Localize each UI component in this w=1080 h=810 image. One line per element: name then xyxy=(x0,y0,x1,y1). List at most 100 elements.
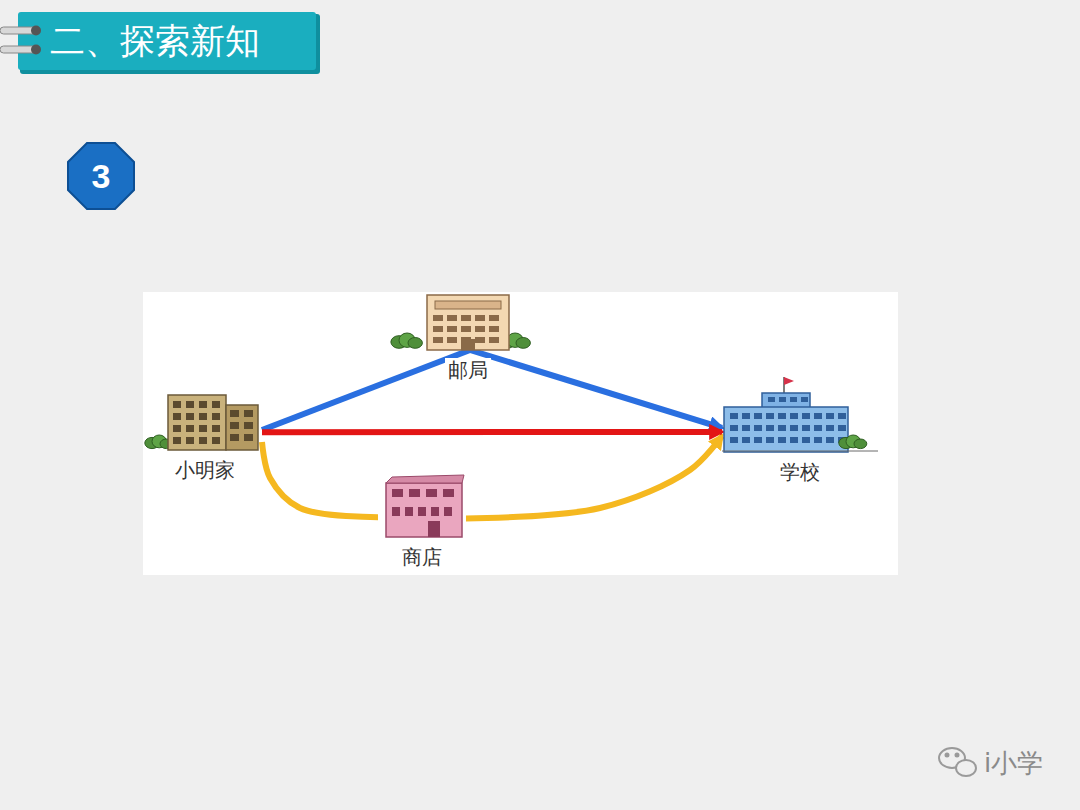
window xyxy=(489,315,499,321)
banner-bar xyxy=(18,12,316,70)
callout-octagon xyxy=(68,143,134,209)
eye xyxy=(956,754,959,757)
place-label: 学校 xyxy=(777,460,823,484)
window xyxy=(826,413,834,419)
window xyxy=(173,413,181,420)
slide-title: 二、探索新知 xyxy=(50,24,260,59)
window xyxy=(199,413,207,420)
route-line xyxy=(470,350,722,428)
building-node: 邮局 xyxy=(395,295,540,350)
window xyxy=(778,425,786,431)
window xyxy=(826,437,834,443)
route-line xyxy=(262,442,378,517)
window xyxy=(814,425,822,431)
window xyxy=(742,413,750,419)
window xyxy=(730,425,738,431)
building-picture xyxy=(148,393,262,450)
window xyxy=(768,397,775,402)
window xyxy=(790,437,798,443)
wall xyxy=(386,483,462,537)
window xyxy=(475,315,485,321)
binder-rings xyxy=(0,26,41,55)
window xyxy=(447,337,457,343)
wall xyxy=(427,295,509,350)
place-label: 商店 xyxy=(399,545,445,569)
window xyxy=(838,413,846,419)
window xyxy=(779,397,786,402)
window xyxy=(409,489,420,497)
window xyxy=(475,337,485,343)
window xyxy=(801,397,808,402)
window xyxy=(790,425,798,431)
window xyxy=(814,413,822,419)
window xyxy=(778,413,786,419)
window xyxy=(230,434,239,441)
window xyxy=(418,507,426,516)
window xyxy=(431,507,439,516)
window xyxy=(433,315,443,321)
building-node: 商店 xyxy=(378,475,466,537)
window xyxy=(212,401,220,408)
window xyxy=(790,413,798,419)
window xyxy=(838,425,846,431)
place-label: 小明家 xyxy=(172,458,238,482)
door xyxy=(461,339,475,350)
window xyxy=(802,425,810,431)
window xyxy=(742,425,750,431)
window xyxy=(173,437,181,444)
shop-building xyxy=(386,475,464,537)
window xyxy=(766,437,774,443)
window xyxy=(392,489,403,497)
window xyxy=(199,425,207,432)
window xyxy=(244,410,253,417)
window xyxy=(173,401,181,408)
wechat-icon xyxy=(939,748,976,776)
ring-hole xyxy=(31,45,41,55)
window xyxy=(199,437,207,444)
window xyxy=(444,507,452,516)
bush xyxy=(516,338,530,349)
window xyxy=(186,401,194,408)
building-node: 学校 xyxy=(722,385,878,452)
window xyxy=(186,437,194,444)
window xyxy=(802,437,810,443)
window xyxy=(199,401,207,408)
title-banner xyxy=(0,12,320,74)
window xyxy=(461,326,471,332)
window xyxy=(814,437,822,443)
window xyxy=(405,507,413,516)
roof xyxy=(386,475,464,483)
window xyxy=(244,434,253,441)
window xyxy=(173,425,181,432)
window xyxy=(230,422,239,429)
building-node: 小明家 xyxy=(148,393,262,450)
window xyxy=(212,437,220,444)
route-line xyxy=(466,436,722,518)
window xyxy=(790,397,797,402)
window xyxy=(742,437,750,443)
window xyxy=(489,326,499,332)
route-line xyxy=(262,429,722,435)
window xyxy=(433,337,443,343)
window xyxy=(212,413,220,420)
window xyxy=(433,326,443,332)
window xyxy=(475,326,485,332)
window xyxy=(826,425,834,431)
bubble xyxy=(956,760,976,776)
eye xyxy=(946,754,949,757)
route-line xyxy=(262,350,470,430)
window xyxy=(730,413,738,419)
window xyxy=(186,425,194,432)
window xyxy=(461,315,471,321)
window xyxy=(754,413,762,419)
window xyxy=(212,425,220,432)
bush xyxy=(408,338,422,349)
building-picture xyxy=(378,475,466,537)
place-label: 邮局 xyxy=(445,358,491,382)
wall xyxy=(226,405,258,450)
band xyxy=(435,301,501,309)
window xyxy=(730,437,738,443)
